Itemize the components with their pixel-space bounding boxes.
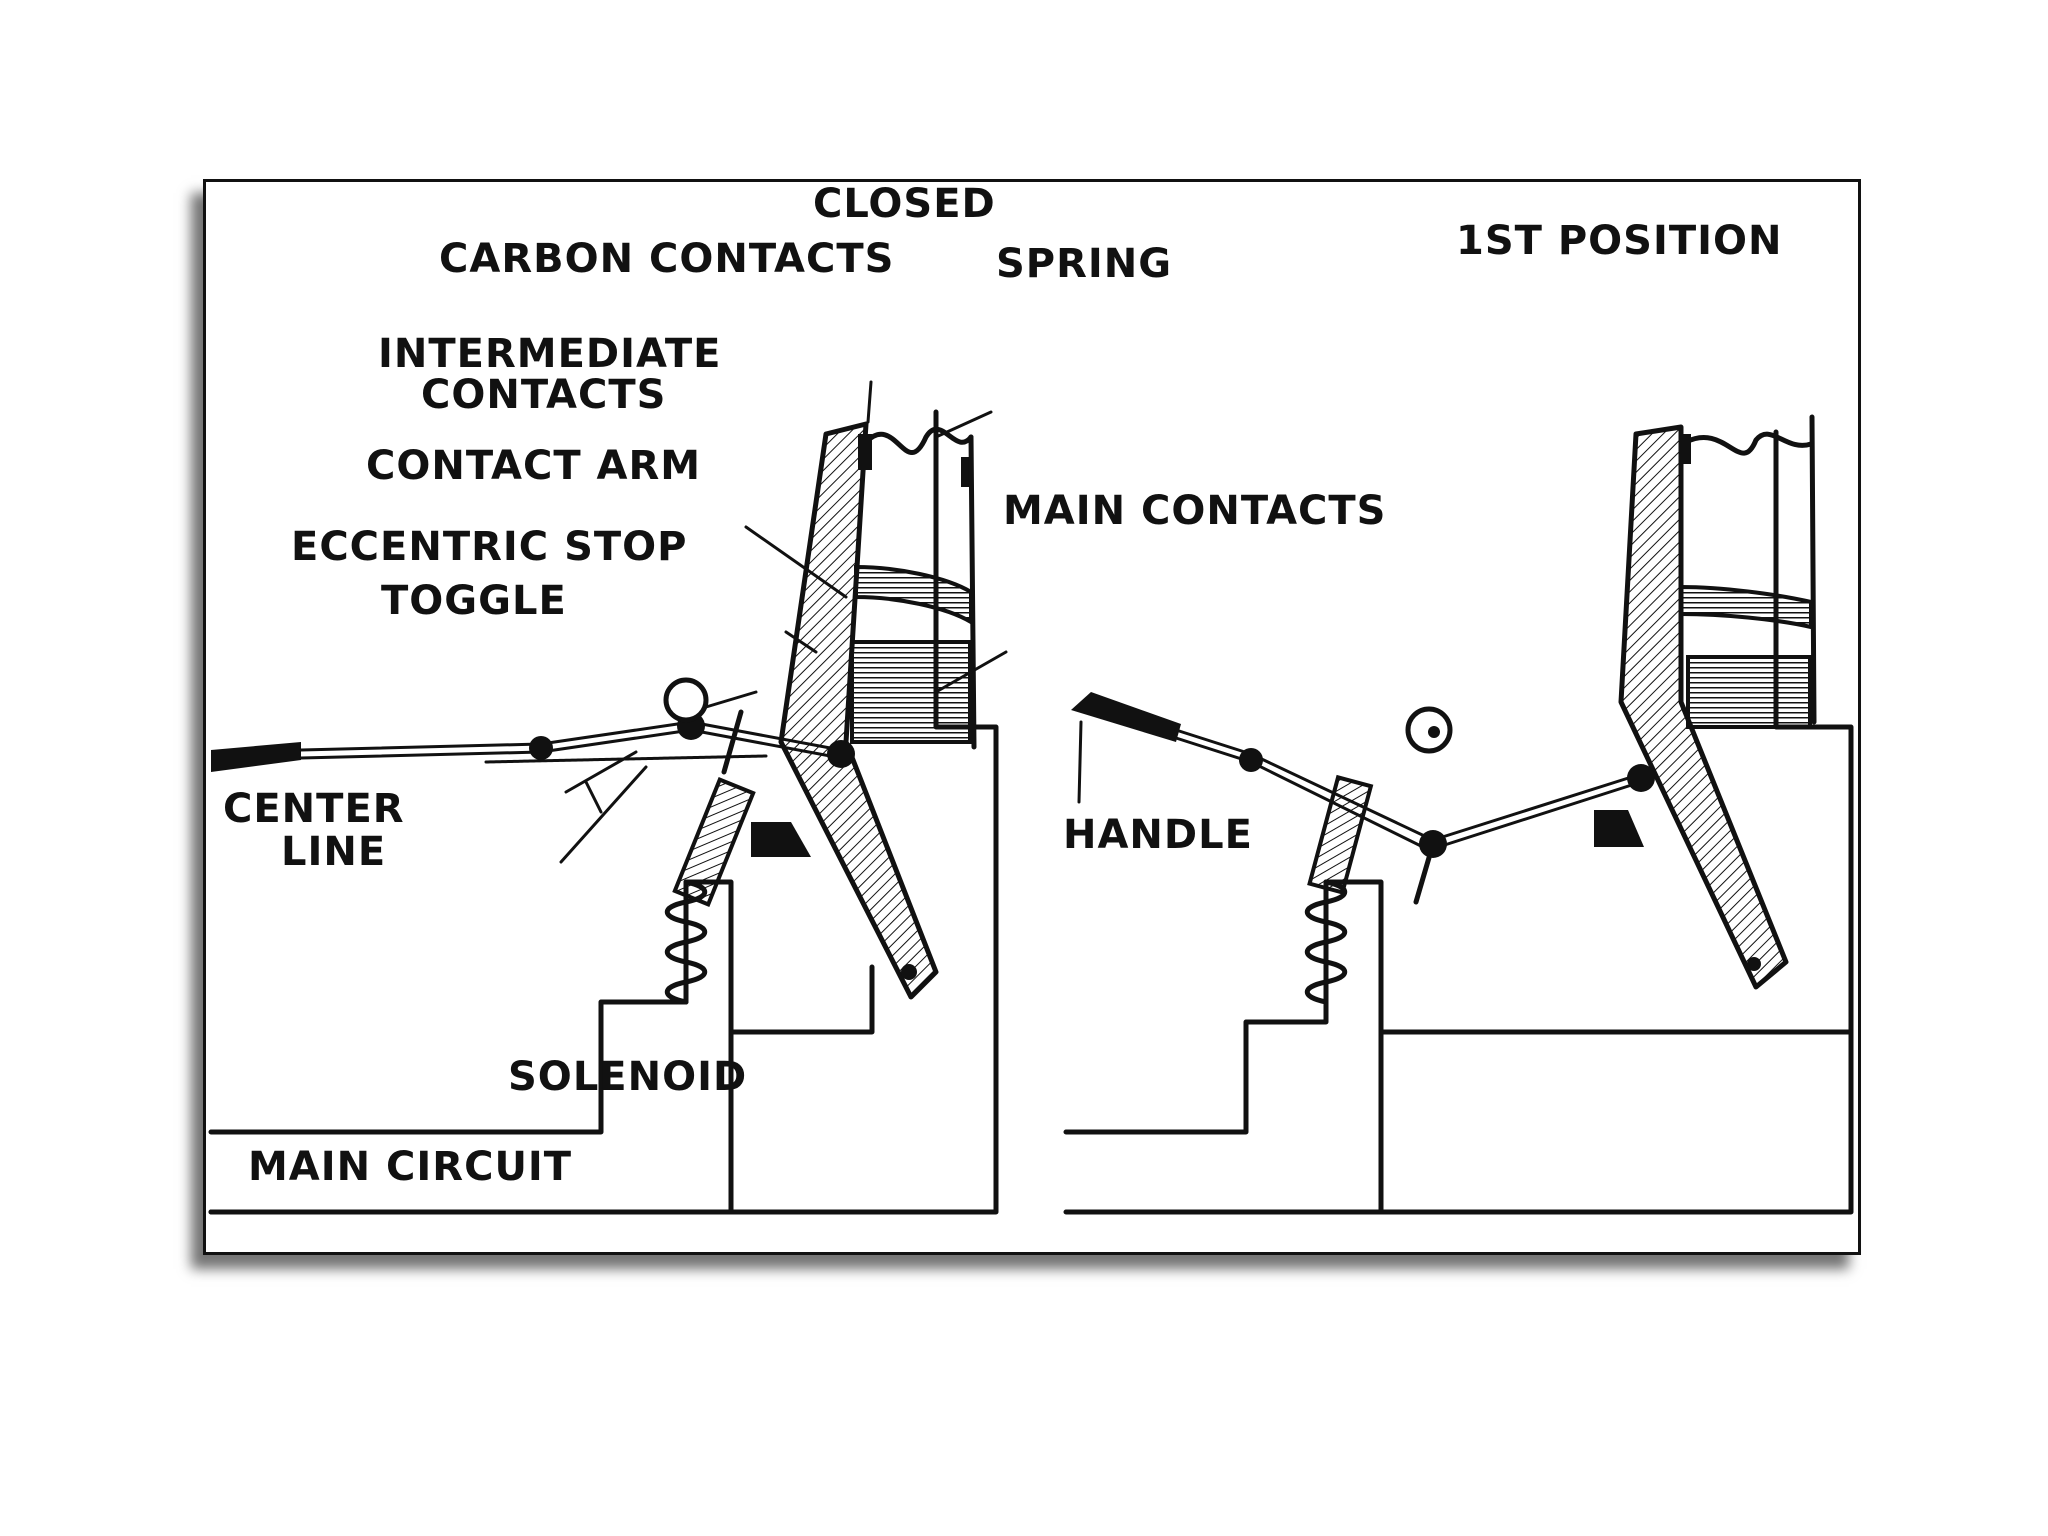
arm-stop-block: [751, 822, 811, 857]
label-toggle: TOGGLE: [381, 578, 567, 624]
arm-pivot: [901, 964, 917, 980]
handle-grip: [211, 742, 301, 772]
rp-arm-stop-block: [1594, 810, 1644, 847]
label-solenoid: SOLENOID: [508, 1054, 747, 1100]
left-panel-closed: CLOSED CARBON CONTACTS SPRING INTERMEDIA…: [208, 182, 1386, 1215]
figure-card: CLOSED CARBON CONTACTS SPRING INTERMEDIA…: [203, 179, 1861, 1255]
rp-contact-arm: [1618, 424, 1789, 990]
rp-handle-grip: [1071, 692, 1181, 742]
label-center-line-1: CENTER: [223, 786, 405, 832]
rp-arm-pivot: [1747, 957, 1761, 971]
rp-toggle-link: [1174, 728, 1643, 842]
rp-toggle-pin-2: [1419, 830, 1447, 858]
label-intermediate-line1: INTERMEDIATE: [378, 331, 721, 377]
rp-toggle-pin-3: [1627, 764, 1655, 792]
label-carbon-contacts: CARBON CONTACTS: [439, 236, 894, 282]
closed-title: CLOSED: [813, 182, 996, 227]
rp-solenoid-plunger: [1307, 774, 1374, 895]
rp-circuit-wire: [1063, 879, 1384, 1215]
rp-frame-wire: [1243, 429, 1854, 1215]
rp-solenoid-coil: [1304, 879, 1348, 1005]
rp-toggle-pin-1: [1239, 748, 1263, 772]
label-handle: HANDLE: [1063, 812, 1253, 858]
toggle-link-lower: [299, 728, 843, 760]
circuit-breaker-diagram: CLOSED CARBON CONTACTS SPRING INTERMEDIA…: [208, 182, 1854, 1215]
rp-contacts-stack: [1679, 414, 1817, 729]
toggle-link: [299, 720, 843, 752]
plunger-rod: [721, 709, 744, 775]
eccentric-stop-icon: [663, 677, 709, 723]
solenoid-coil: [664, 879, 708, 1005]
solenoid-plunger: [672, 777, 756, 907]
right-panel-1st-position: 1ST POSITION HANDLE: [1063, 218, 1854, 1215]
label-eccentric-stop: ECCENTRIC STOP: [291, 524, 688, 570]
solenoid-return-wire: [728, 964, 875, 1035]
rp-toggle-link-lower: [1174, 736, 1643, 852]
contacts-stack: [850, 426, 977, 750]
label-spring: SPRING: [996, 241, 1172, 287]
toggle-pin-1: [529, 736, 553, 760]
leader-lines: [559, 380, 1008, 864]
label-center-line-2: LINE: [281, 829, 386, 875]
circuit-frame-wire: [208, 409, 999, 1215]
label-main-contacts: MAIN CONTACTS: [1003, 488, 1386, 534]
first-position-title: 1ST POSITION: [1456, 218, 1783, 264]
label-contact-arm: CONTACT ARM: [366, 443, 701, 489]
toggle-pin-3: [827, 740, 855, 768]
label-main-circuit: MAIN CIRCUIT: [248, 1144, 572, 1190]
label-intermediate-line2: CONTACTS: [421, 372, 666, 418]
